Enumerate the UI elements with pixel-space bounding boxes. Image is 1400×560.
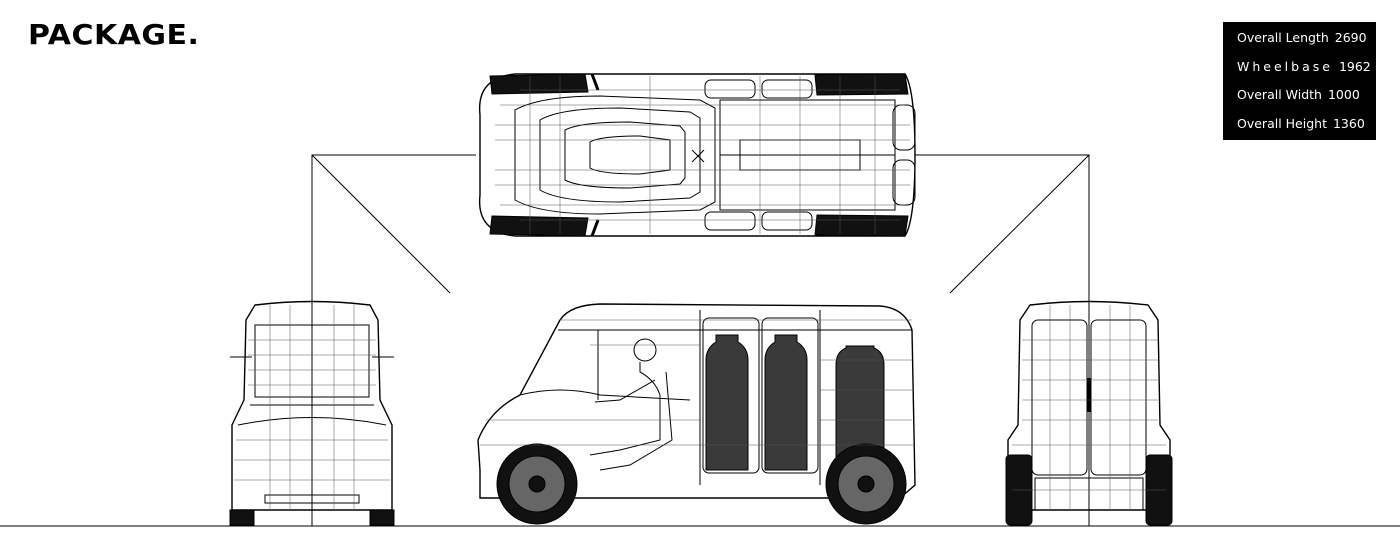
spec-value: 1000 — [1327, 87, 1360, 102]
side-view — [477, 303, 916, 525]
rear-view — [1005, 300, 1173, 526]
spec-row-length: Overall Length 2690 — [1237, 28, 1376, 57]
spec-label: Wheelbase — [1237, 58, 1333, 74]
top-view — [478, 73, 916, 237]
spec-row-width: Overall Width 1000 — [1237, 85, 1376, 114]
front-wheel — [496, 443, 578, 525]
spec-row-height: Overall Height 1360 — [1237, 114, 1376, 143]
driver-figure — [589, 338, 673, 471]
spec-value: 1360 — [1332, 115, 1365, 131]
spec-row-wheelbase: Wheelbase 1962 — [1237, 57, 1376, 86]
front-view — [229, 300, 395, 526]
page-title: PACKAGE. — [28, 19, 200, 52]
spec-value: 1962 — [1338, 58, 1371, 74]
rear-wheel — [825, 443, 907, 525]
spec-label: Overall Height — [1237, 115, 1327, 131]
spec-panel: Overall Length 2690 Wheelbase 1962 Overall… — [1223, 22, 1376, 140]
spec-value: 2690 — [1334, 30, 1367, 45]
spec-label: Overall Width — [1237, 87, 1322, 102]
spec-label: Overall Length — [1237, 30, 1329, 45]
